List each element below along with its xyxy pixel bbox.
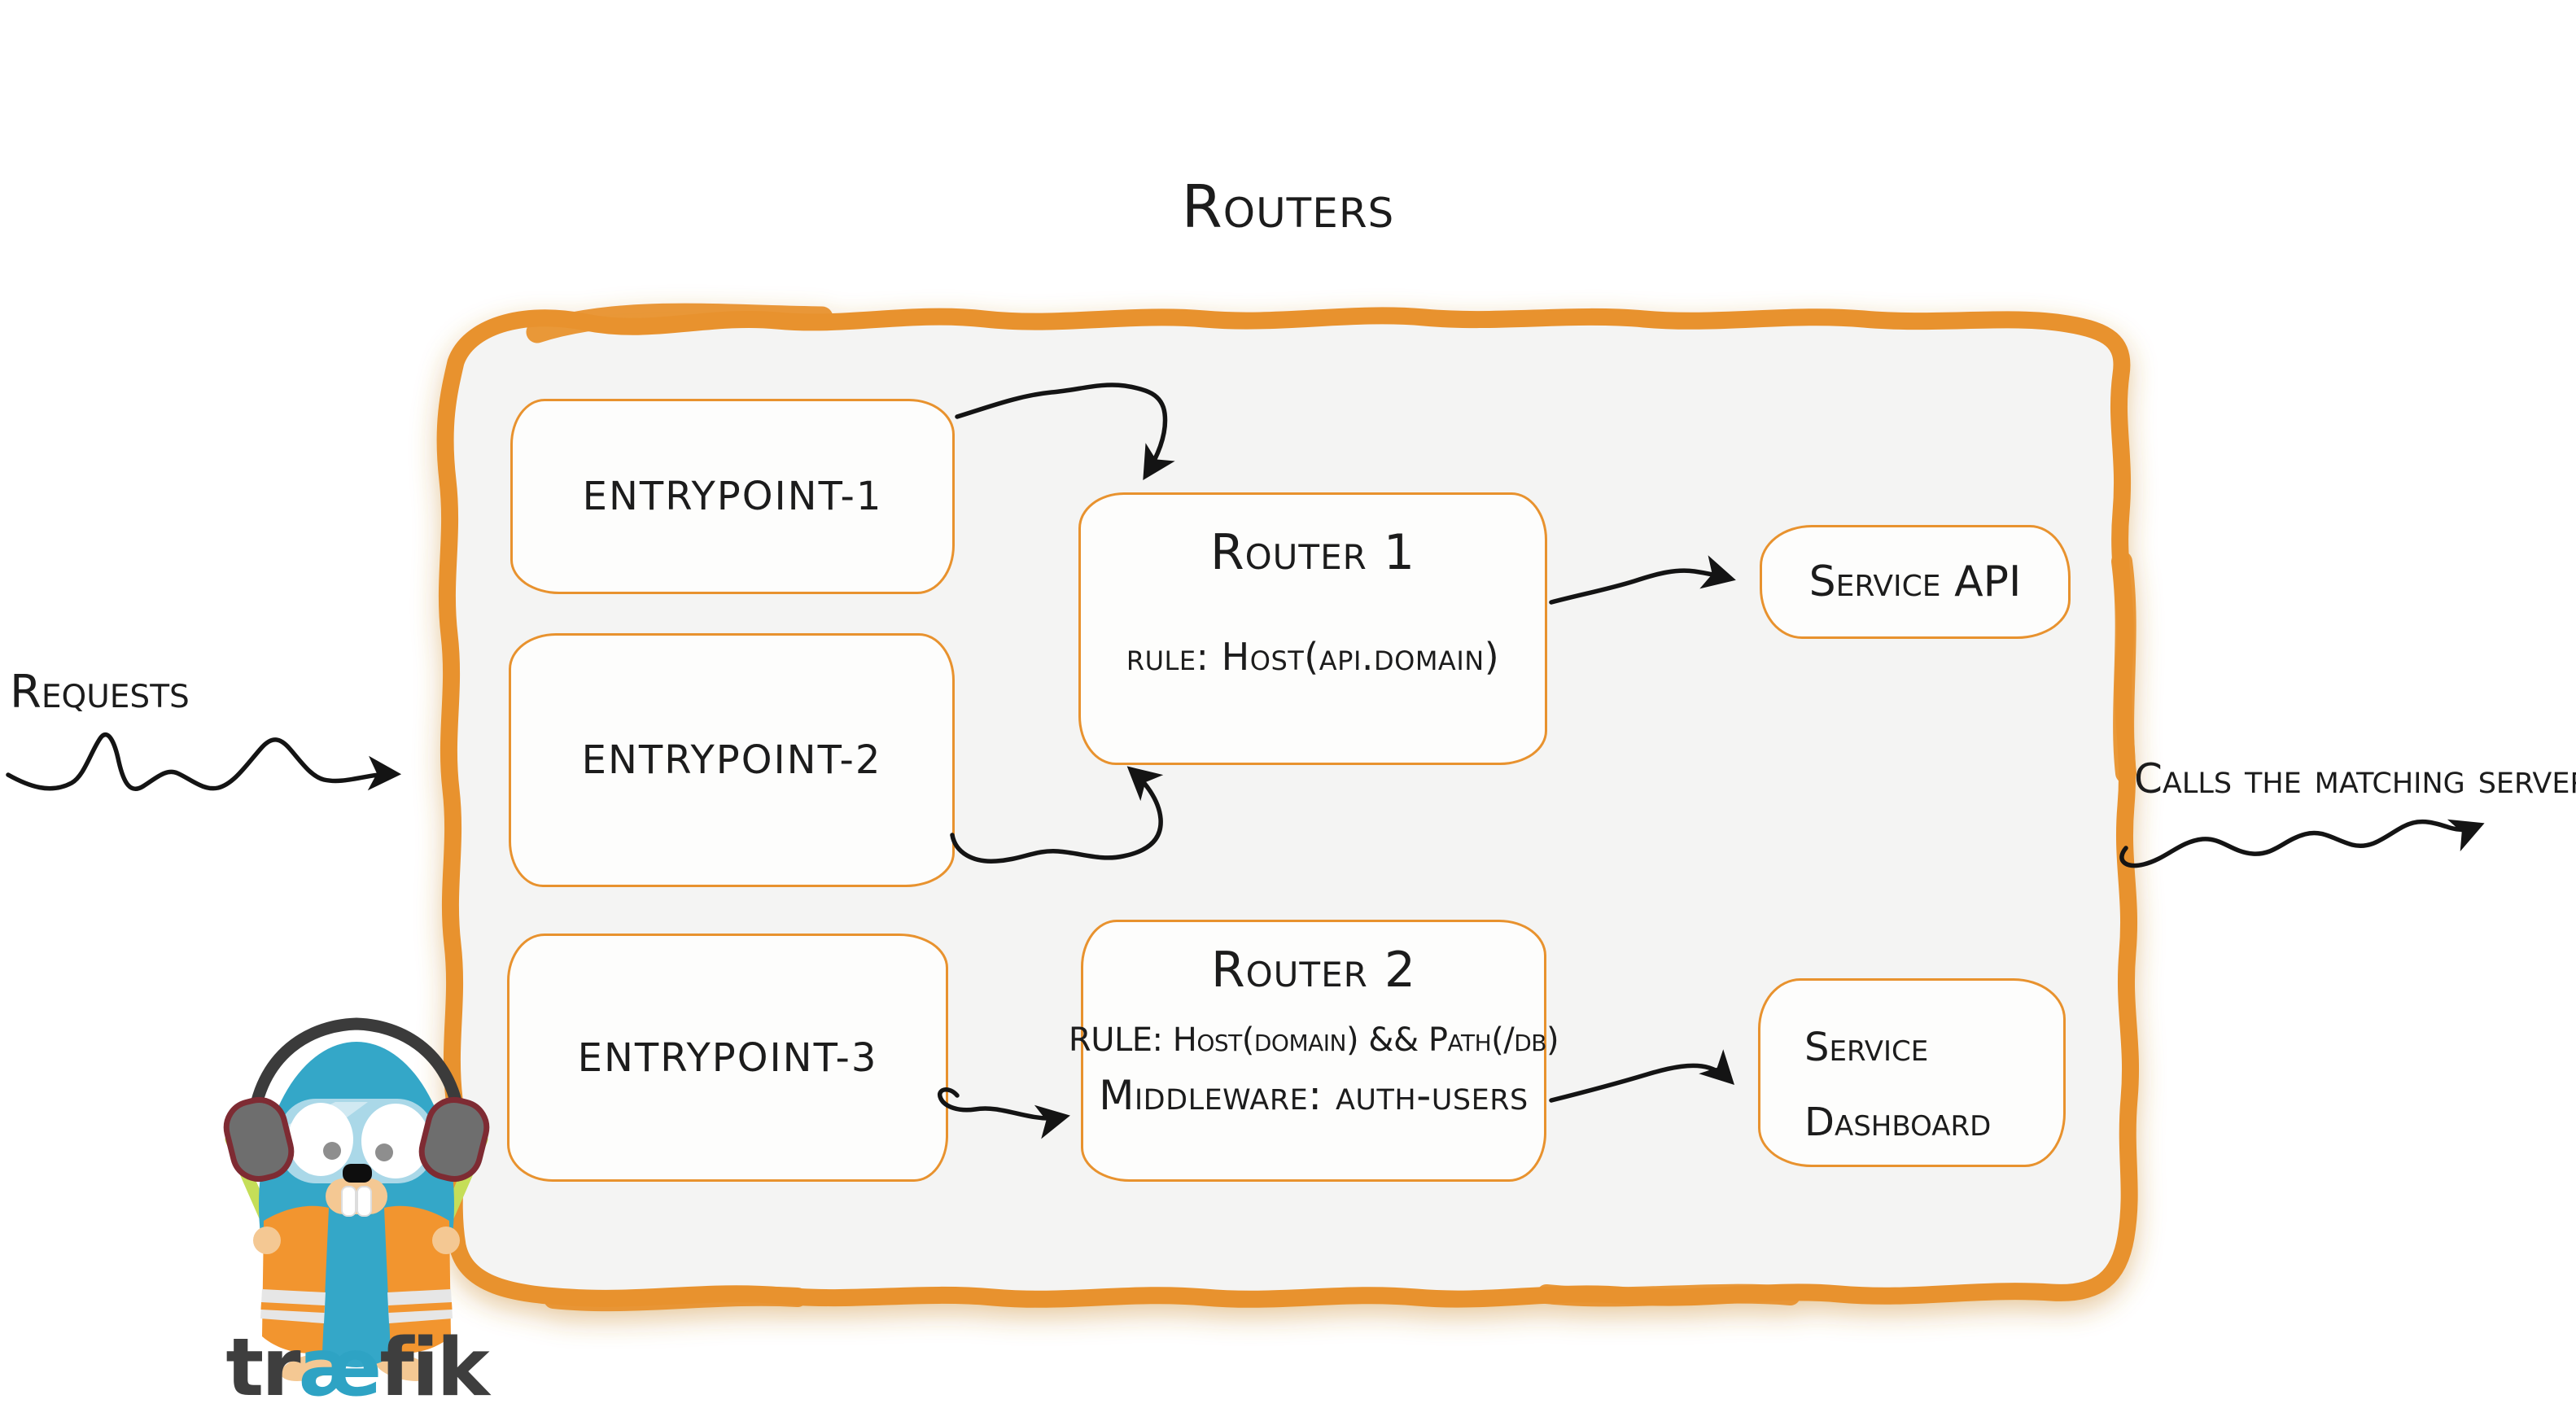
service-dashboard-box: Service Dashboard: [1758, 978, 2066, 1167]
router1-to-service-api-arrow: [1549, 555, 1736, 605]
wordmark-ae: æ: [299, 1322, 380, 1408]
vest-stripe-left-orange: [260, 1302, 325, 1313]
entrypoint2-to-router1-arrow: [950, 766, 1164, 864]
service-api-label: Service API: [1808, 558, 2022, 606]
mascot-pupil-left: [323, 1142, 341, 1160]
entrypoint-2-label: entrypoint-2: [581, 737, 882, 783]
mascot-nose: [343, 1164, 372, 1183]
requests-arrow: [6, 732, 402, 791]
entrypoint-3-box: entrypoint-3: [507, 934, 948, 1182]
mascot-pupil-right: [375, 1143, 393, 1161]
entrypoint-3-label: entrypoint-3: [577, 1034, 878, 1081]
mascot-foot-left: [280, 1353, 339, 1381]
traefik-wordmark: træfik: [225, 1322, 492, 1408]
entrypoint3-to-router2-arrow: [938, 1087, 1070, 1139]
router-2-rule: RULE: Host(domain) && Path(/db): [1068, 1021, 1559, 1059]
mascot-foot-right: [374, 1353, 433, 1381]
entrypoint1-to-router1-arrow: [955, 383, 1175, 481]
calls-label: Calls the matching server: [2134, 755, 2576, 802]
mascot-eye-right: [361, 1104, 430, 1178]
traefik-mascot-icon: træfik: [223, 1017, 494, 1408]
ear-cup-left-icon: [223, 1097, 295, 1182]
router2-to-service-dashboard-arrow: [1549, 1049, 1735, 1103]
router-1-rule: rule: Host(api.domain): [1126, 635, 1500, 679]
calls-arrow: [2119, 819, 2485, 868]
wordmark-end: fik: [379, 1322, 492, 1408]
router-2-title: Router 2: [1210, 942, 1417, 999]
mascot-hand-left: [253, 1227, 281, 1254]
service-api-box: Service API: [1760, 525, 2071, 639]
entrypoint-1-box: entrypoint-1: [510, 399, 955, 594]
requests-label: Requests: [10, 666, 190, 719]
router-1-box: Router 1 rule: Host(api.domain): [1078, 492, 1547, 765]
entrypoint-1-label: entrypoint-1: [582, 474, 883, 519]
mascot-tooth-right: [356, 1186, 372, 1217]
router-2-middleware: Middleware: auth-users: [1099, 1072, 1529, 1119]
diagram-title: Routers: [1181, 173, 1395, 241]
brush-accent-top: [526, 303, 833, 343]
entrypoint-2-box: entrypoint-2: [509, 633, 955, 887]
mascot-hand-right: [432, 1227, 460, 1254]
mascot-eye-left: [288, 1103, 353, 1176]
router-1-title: Router 1: [1209, 524, 1416, 581]
wordmark-start: tr: [225, 1322, 301, 1408]
service-dashboard-label-line1: Service: [1804, 1025, 1929, 1070]
service-dashboard-label-line2: Dashboard: [1804, 1100, 1992, 1145]
router-2-box: Router 2 RULE: Host(domain) && Path(/db)…: [1069, 920, 1559, 1182]
brush-accent-bottom: [544, 1283, 1800, 1312]
ear-cup-right-icon: [418, 1097, 490, 1182]
vest-stripe-right-orange: [388, 1302, 453, 1313]
headphones-band-icon: [246, 1017, 467, 1139]
brush-accent-right: [2111, 551, 2136, 784]
mascot-tooth-left: [341, 1186, 356, 1217]
